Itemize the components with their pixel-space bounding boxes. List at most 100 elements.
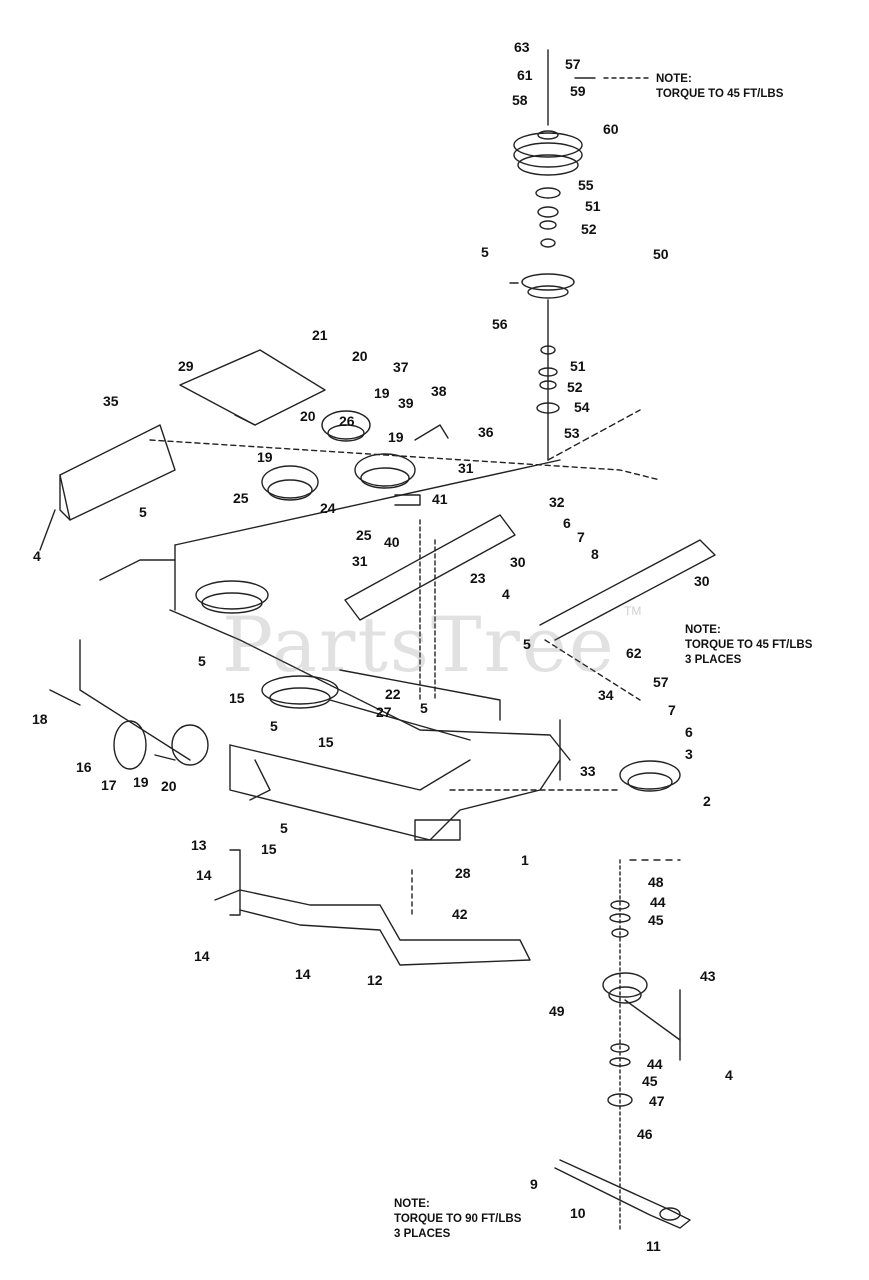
callout-14[interactable]: 14 bbox=[196, 867, 212, 883]
callout-25[interactable]: 25 bbox=[233, 490, 249, 506]
callout-50[interactable]: 50 bbox=[653, 246, 669, 262]
callout-5[interactable]: 5 bbox=[198, 653, 206, 669]
callout-60[interactable]: 60 bbox=[603, 121, 619, 137]
callout-29[interactable]: 29 bbox=[178, 358, 194, 374]
note-middle: NOTE: TORQUE TO 45 FT/LBS 3 PLACES bbox=[685, 623, 812, 668]
callout-12[interactable]: 12 bbox=[367, 972, 383, 988]
callout-45[interactable]: 45 bbox=[642, 1073, 658, 1089]
callout-7[interactable]: 7 bbox=[577, 529, 585, 545]
callout-31[interactable]: 31 bbox=[458, 460, 474, 476]
callout-3[interactable]: 3 bbox=[685, 746, 693, 762]
callout-4[interactable]: 4 bbox=[502, 586, 510, 602]
callout-63[interactable]: 63 bbox=[514, 39, 530, 55]
callout-2[interactable]: 2 bbox=[703, 793, 711, 809]
callout-55[interactable]: 55 bbox=[578, 177, 594, 193]
callout-27[interactable]: 27 bbox=[376, 704, 392, 720]
callout-14[interactable]: 14 bbox=[194, 948, 210, 964]
callout-39[interactable]: 39 bbox=[398, 395, 414, 411]
callout-22[interactable]: 22 bbox=[385, 686, 401, 702]
callout-5[interactable]: 5 bbox=[280, 820, 288, 836]
callout-19[interactable]: 19 bbox=[388, 429, 404, 445]
callout-44[interactable]: 44 bbox=[650, 894, 666, 910]
callout-31[interactable]: 31 bbox=[352, 553, 368, 569]
callout-38[interactable]: 38 bbox=[431, 383, 447, 399]
callout-40[interactable]: 40 bbox=[384, 534, 400, 550]
note-bottom: NOTE: TORQUE TO 90 FT/LBS 3 PLACES bbox=[394, 1197, 521, 1242]
callout-5[interactable]: 5 bbox=[481, 244, 489, 260]
callout-48[interactable]: 48 bbox=[648, 874, 664, 890]
callout-28[interactable]: 28 bbox=[455, 865, 471, 881]
callout-52[interactable]: 52 bbox=[581, 221, 597, 237]
callout-61[interactable]: 61 bbox=[517, 67, 533, 83]
callout-19[interactable]: 19 bbox=[257, 449, 273, 465]
callout-15[interactable]: 15 bbox=[261, 841, 277, 857]
callout-20[interactable]: 20 bbox=[300, 408, 316, 424]
callout-56[interactable]: 56 bbox=[492, 316, 508, 332]
callout-25[interactable]: 25 bbox=[356, 527, 372, 543]
deck-frame bbox=[39, 424, 661, 841]
callout-53[interactable]: 53 bbox=[564, 425, 580, 441]
callout-42[interactable]: 42 bbox=[452, 906, 468, 922]
callout-23[interactable]: 23 bbox=[470, 570, 486, 586]
callout-45[interactable]: 45 bbox=[648, 912, 664, 928]
callout-19[interactable]: 19 bbox=[133, 774, 149, 790]
callout-26[interactable]: 26 bbox=[339, 413, 355, 429]
note-middle-line-1: NOTE: bbox=[685, 624, 721, 636]
callout-8[interactable]: 8 bbox=[591, 546, 599, 562]
callout-36[interactable]: 36 bbox=[478, 424, 494, 440]
callout-5[interactable]: 5 bbox=[270, 718, 278, 734]
callout-6[interactable]: 6 bbox=[563, 515, 571, 531]
callout-21[interactable]: 21 bbox=[312, 327, 328, 343]
callout-51[interactable]: 51 bbox=[570, 358, 586, 374]
callout-6[interactable]: 6 bbox=[685, 724, 693, 740]
callout-43[interactable]: 43 bbox=[700, 968, 716, 984]
callout-41[interactable]: 41 bbox=[432, 491, 448, 507]
note-top-line-2: TORQUE TO 45 FT/LBS bbox=[656, 88, 784, 100]
left-arm-parts bbox=[49, 689, 209, 770]
callout-16[interactable]: 16 bbox=[76, 759, 92, 775]
callout-57[interactable]: 57 bbox=[653, 674, 669, 690]
callout-15[interactable]: 15 bbox=[318, 734, 334, 750]
callout-4[interactable]: 4 bbox=[33, 548, 41, 564]
callout-14[interactable]: 14 bbox=[295, 966, 311, 982]
callout-37[interactable]: 37 bbox=[393, 359, 409, 375]
callout-1[interactable]: 1 bbox=[521, 852, 529, 868]
callout-57[interactable]: 57 bbox=[565, 56, 581, 72]
callout-17[interactable]: 17 bbox=[101, 777, 117, 793]
note-middle-line-3: 3 PLACES bbox=[685, 654, 742, 666]
callout-5[interactable]: 5 bbox=[523, 636, 531, 652]
callout-5[interactable]: 5 bbox=[139, 504, 147, 520]
callout-20[interactable]: 20 bbox=[161, 778, 177, 794]
callout-35[interactable]: 35 bbox=[103, 393, 119, 409]
callout-4[interactable]: 4 bbox=[725, 1067, 733, 1083]
callout-47[interactable]: 47 bbox=[649, 1093, 665, 1109]
callout-59[interactable]: 59 bbox=[570, 83, 586, 99]
callout-62[interactable]: 62 bbox=[626, 645, 642, 661]
upper-spindle-stack bbox=[509, 49, 651, 461]
callout-30[interactable]: 30 bbox=[694, 573, 710, 589]
callout-10[interactable]: 10 bbox=[570, 1205, 586, 1221]
callout-52[interactable]: 52 bbox=[567, 379, 583, 395]
callout-7[interactable]: 7 bbox=[668, 702, 676, 718]
callout-51[interactable]: 51 bbox=[585, 198, 601, 214]
callout-13[interactable]: 13 bbox=[191, 837, 207, 853]
callout-18[interactable]: 18 bbox=[32, 711, 48, 727]
callout-49[interactable]: 49 bbox=[549, 1003, 565, 1019]
callout-44[interactable]: 44 bbox=[647, 1056, 663, 1072]
callout-20[interactable]: 20 bbox=[352, 348, 368, 364]
callout-32[interactable]: 32 bbox=[549, 494, 565, 510]
idler-bracket bbox=[179, 349, 449, 506]
callout-5[interactable]: 5 bbox=[420, 700, 428, 716]
callout-34[interactable]: 34 bbox=[598, 687, 614, 703]
callout-58[interactable]: 58 bbox=[512, 92, 528, 108]
callout-24[interactable]: 24 bbox=[320, 500, 336, 516]
callout-33[interactable]: 33 bbox=[580, 763, 596, 779]
callout-30[interactable]: 30 bbox=[510, 554, 526, 570]
callout-19[interactable]: 19 bbox=[374, 385, 390, 401]
callout-15[interactable]: 15 bbox=[229, 690, 245, 706]
callout-9[interactable]: 9 bbox=[530, 1176, 538, 1192]
note-bottom-line-3: 3 PLACES bbox=[394, 1228, 451, 1240]
callout-11[interactable]: 11 bbox=[646, 1238, 661, 1254]
callout-54[interactable]: 54 bbox=[574, 399, 590, 415]
callout-46[interactable]: 46 bbox=[637, 1126, 653, 1142]
